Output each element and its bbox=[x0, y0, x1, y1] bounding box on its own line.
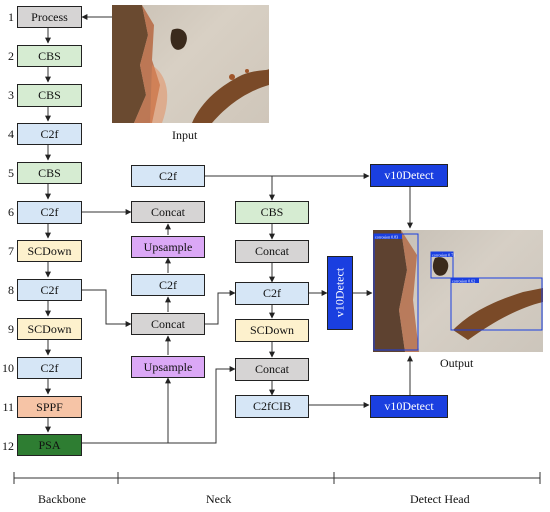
c2f-block: C2f bbox=[131, 274, 205, 296]
upsample-block: Upsample bbox=[131, 236, 205, 258]
detection-overlay-icon: corrosion 0.83 corrosion 0.71 corrosion … bbox=[373, 230, 543, 352]
psa-block: PSA bbox=[17, 434, 82, 456]
layer-number: 9 bbox=[8, 322, 14, 336]
layer-number: 12 bbox=[2, 439, 14, 453]
layer-number: 10 bbox=[2, 361, 14, 375]
scdown-block: SCDown bbox=[235, 319, 309, 342]
upsample-block: Upsample bbox=[131, 356, 205, 378]
cbs-block: CBS bbox=[17, 45, 82, 67]
corrosion-texture-icon bbox=[112, 5, 269, 123]
output-image: corrosion 0.83 corrosion 0.71 corrosion … bbox=[373, 230, 543, 352]
sppf-block: SPPF bbox=[17, 396, 82, 418]
c2f-block: C2f bbox=[17, 357, 82, 379]
layer-number: 8 bbox=[8, 283, 14, 297]
v10detect-block: v10Detect bbox=[370, 395, 448, 418]
input-caption: Input bbox=[172, 128, 198, 142]
layer-number: 2 bbox=[8, 49, 14, 63]
output-label: corrosion 0.62 bbox=[452, 279, 475, 284]
output-label: corrosion 0.83 bbox=[375, 235, 398, 240]
layer-number: 5 bbox=[8, 166, 14, 180]
section-label-detect-head: Detect Head bbox=[410, 492, 470, 506]
cbs-block: CBS bbox=[17, 162, 82, 184]
layer-number: 1 bbox=[8, 10, 14, 24]
c2f-block: C2f bbox=[235, 282, 309, 305]
scdown-block: SCDown bbox=[17, 240, 82, 262]
concat-block: Concat bbox=[235, 358, 309, 381]
c2f-block: C2f bbox=[17, 201, 82, 224]
layer-number: 3 bbox=[8, 88, 14, 102]
c2f-block: C2f bbox=[17, 279, 82, 301]
section-label-backbone: Backbone bbox=[38, 492, 86, 506]
c2f-block: C2f bbox=[131, 165, 205, 187]
layer-number: 7 bbox=[8, 244, 14, 258]
layer-number: 11 bbox=[2, 400, 14, 414]
v10detect-block bbox=[327, 256, 353, 330]
layer-number: 4 bbox=[8, 127, 14, 141]
input-image bbox=[112, 5, 269, 123]
c2f-block: C2f bbox=[17, 123, 82, 145]
cbs-block: CBS bbox=[235, 201, 309, 224]
v10detect-label: v10Detect bbox=[332, 267, 347, 318]
concat-block: Concat bbox=[131, 201, 205, 223]
c2fcib-block: C2fCIB bbox=[235, 395, 309, 418]
process-block: Process bbox=[17, 6, 82, 28]
layer-number: 6 bbox=[8, 205, 14, 219]
scdown-block: SCDown bbox=[17, 318, 82, 340]
output-caption: Output bbox=[440, 356, 474, 370]
section-label-neck: Neck bbox=[206, 492, 232, 506]
concat-block: Concat bbox=[235, 240, 309, 263]
cbs-block: CBS bbox=[17, 84, 82, 107]
v10detect-block: v10Detect bbox=[370, 164, 448, 187]
concat-block: Concat bbox=[131, 313, 205, 335]
output-label: corrosion 0.71 bbox=[432, 253, 455, 258]
